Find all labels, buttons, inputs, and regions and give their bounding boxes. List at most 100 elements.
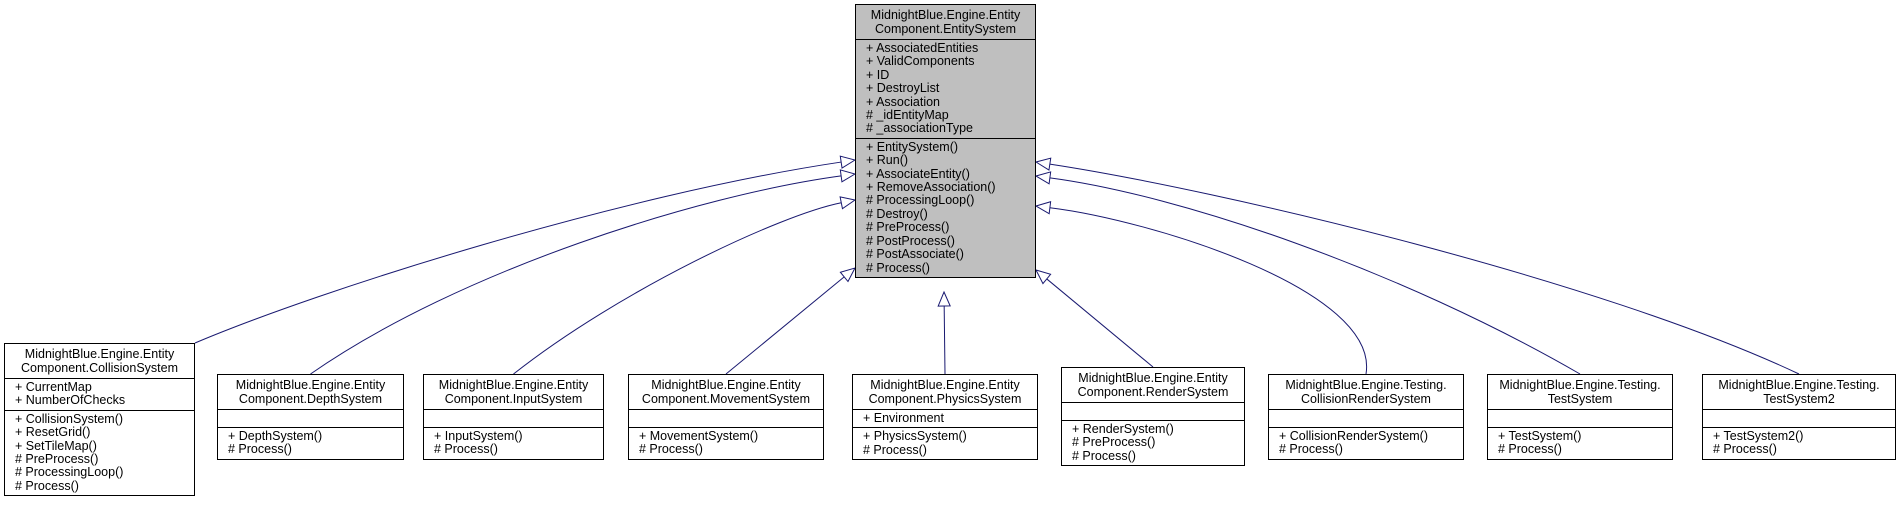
method-item: # Process(): [863, 442, 927, 457]
attributes-section: [424, 409, 603, 427]
method-item: + TestSystem(): [1498, 429, 1582, 443]
inheritance-arrowhead: [839, 267, 856, 283]
method-item: # Process(): [1498, 442, 1562, 457]
class-title-line: TestSystem: [1547, 392, 1613, 406]
inheritance-edge-collision-render: [1049, 207, 1367, 375]
methods-section: + MovementSystem()# Process(): [629, 427, 823, 459]
class-title-line: MidnightBlue.Engine.Entity: [438, 378, 589, 392]
method-item: + CollisionSystem(): [15, 411, 124, 426]
methods-section: + TestSystem()# Process(): [1488, 427, 1672, 459]
method-item: # PostProcess(): [866, 233, 955, 248]
method-item: # Process(): [866, 260, 930, 275]
methods-section: + CollisionSystem()+ ResetGrid()+ SetTil…: [5, 409, 194, 495]
inheritance-arrowhead: [839, 169, 857, 183]
method-item: + ResetGrid(): [15, 425, 91, 440]
class-title: MidnightBlue.Engine.Testing.TestSystem: [1488, 375, 1672, 409]
derived-class-collision-render: MidnightBlue.Engine.Testing.CollisionRen…: [1268, 374, 1464, 460]
method-item: # Process(): [1713, 442, 1777, 457]
class-title-line: Component.DepthSystem: [238, 392, 383, 406]
inheritance-arrowhead: [1034, 157, 1052, 171]
method-item: # PreProcess(): [1072, 435, 1156, 450]
inheritance-edge-render: [1046, 278, 1154, 368]
method-item: # Destroy(): [866, 206, 928, 221]
method-item: + MovementSystem(): [639, 429, 759, 443]
method-item: + EntitySystem(): [866, 139, 959, 154]
method-item: # ProcessingLoop(): [15, 465, 124, 480]
inheritance-arrowhead: [1034, 171, 1052, 185]
inheritance-edge-input: [513, 202, 842, 375]
inheritance-arrowhead: [937, 290, 951, 307]
inheritance-arrowhead: [1035, 269, 1052, 285]
class-title-line: Component.MovementSystem: [641, 392, 811, 406]
methods-section: + InputSystem()# Process(): [424, 427, 603, 459]
class-title-line: MidnightBlue.Engine.Testing.: [1285, 378, 1447, 392]
attribute-item: # _idEntityMap: [866, 108, 949, 123]
method-item: + DepthSystem(): [228, 429, 323, 443]
methods-section: + DepthSystem()# Process(): [218, 427, 403, 459]
inheritance-arrowhead: [1034, 201, 1052, 215]
class-title-line: Component.PhysicsSystem: [868, 392, 1022, 406]
methods-section: + EntitySystem()+ Run()+ AssociateEntity…: [856, 137, 1035, 277]
method-item: + CollisionRenderSystem(): [1279, 429, 1429, 443]
attributes-section: + CurrentMap+ NumberOfChecks: [5, 378, 194, 410]
class-title-line: MidnightBlue.Engine.Entity: [235, 378, 386, 392]
class-title-line: MidnightBlue.Engine.Entity: [870, 378, 1020, 392]
method-item: # PostAssociate(): [866, 247, 964, 262]
methods-section: + RenderSystem()# PreProcess()# Process(…: [1062, 420, 1244, 465]
class-title-line: TestSystem2: [1763, 392, 1835, 406]
attribute-item: + Association: [866, 94, 941, 109]
attributes-section: [1269, 409, 1463, 427]
class-title-line: Component.RenderSystem: [1077, 385, 1229, 399]
attribute-item: + CurrentMap: [15, 380, 92, 394]
method-item: + SetTileMap(): [15, 438, 97, 453]
attribute-item: + AssociatedEntities: [866, 41, 979, 55]
method-item: # Process(): [1279, 442, 1343, 457]
methods-section: + CollisionRenderSystem()# Process(): [1269, 427, 1463, 459]
attributes-section: + Environment: [853, 409, 1037, 427]
attributes-section: [218, 409, 403, 427]
derived-class-test: MidnightBlue.Engine.Testing.TestSystem + …: [1487, 374, 1673, 460]
class-title: MidnightBlue.Engine.Testing.TestSystem2: [1703, 375, 1895, 409]
method-item: # PreProcess(): [866, 220, 950, 235]
attribute-item: + NumberOfChecks: [15, 393, 126, 408]
class-title-line: Component.EntitySystem: [874, 22, 1017, 36]
class-title-line: MidnightBlue.Engine.Entity: [1078, 371, 1228, 385]
class-title-line: MidnightBlue.Engine.Entity: [870, 8, 1021, 22]
method-item: # Process(): [228, 442, 292, 457]
derived-class-test2: MidnightBlue.Engine.Testing.TestSystem2 +…: [1702, 374, 1896, 460]
method-item: # PreProcess(): [15, 452, 99, 467]
method-item: + TestSystem2(): [1713, 429, 1804, 443]
methods-section: + TestSystem2()# Process(): [1703, 427, 1895, 459]
method-item: + AssociateEntity(): [866, 166, 970, 181]
method-item: + RemoveAssociation(): [866, 180, 996, 195]
class-title-line: MidnightBlue.Engine.Entity: [24, 347, 175, 361]
inheritance-edge-physics: [943, 305, 946, 375]
inheritance-edge-movement: [725, 276, 845, 375]
attributes-section: [1062, 402, 1244, 420]
class-title-line: MidnightBlue.Engine.Entity: [651, 378, 801, 392]
attributes-section: [1703, 409, 1895, 427]
method-item: # Process(): [434, 442, 498, 457]
class-title-line: Component.CollisionSystem: [20, 361, 178, 375]
method-item: + PhysicsSystem(): [863, 429, 967, 444]
class-title-line: CollisionRenderSystem: [1301, 392, 1431, 406]
inheritance-edge-depth: [310, 175, 842, 375]
attribute-item: + DestroyList: [866, 81, 940, 96]
class-title: MidnightBlue.Engine.Testing.CollisionRen…: [1269, 375, 1463, 409]
method-item: # Process(): [15, 478, 79, 493]
inheritance-arrowhead: [839, 196, 857, 210]
attribute-item: + ValidComponents: [866, 54, 975, 69]
attributes-section: [1488, 409, 1672, 427]
